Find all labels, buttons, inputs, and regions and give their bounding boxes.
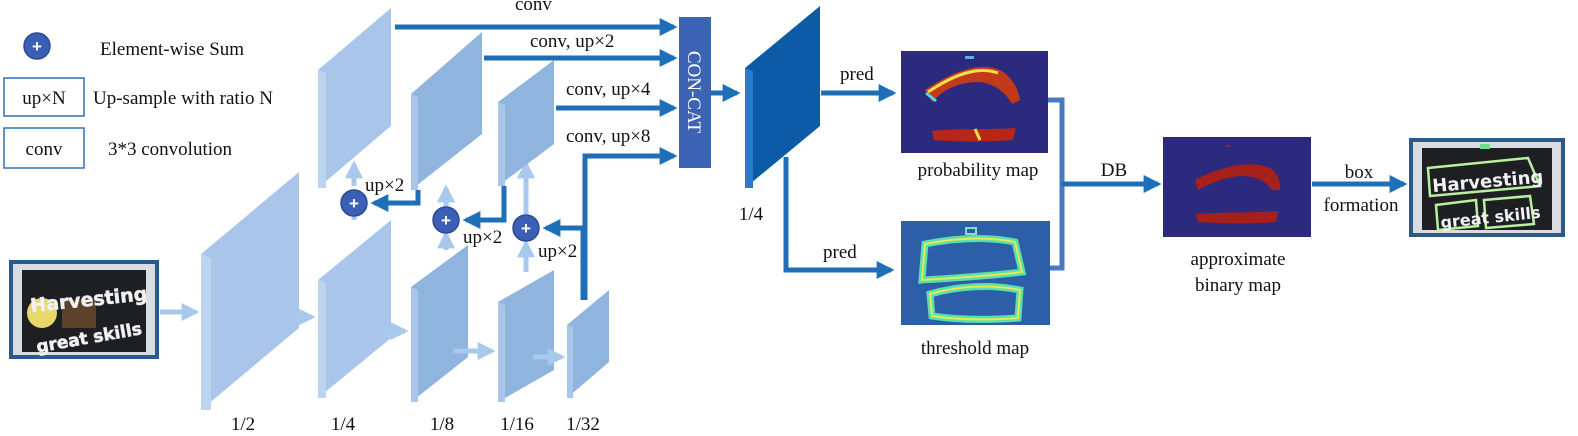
scale-label-1-16: 1/16 — [500, 414, 534, 435]
fpn-up-label-2: up×2 — [463, 227, 502, 248]
backbone: 1/2 1/4 1/8 1/16 1/32 — [201, 172, 609, 435]
fused-scale-label: 1/4 — [739, 204, 764, 225]
fpn-arrows — [370, 18, 741, 300]
fpn-feature-1-16 — [498, 60, 554, 186]
approx-binary-map-image — [1163, 137, 1311, 237]
input-image: Harvesting great skills — [9, 260, 159, 359]
legend-conv-desc: 3*3 convolution — [108, 139, 233, 160]
legend-sum-desc: Element-wise Sum — [100, 39, 244, 60]
fpn-feature-1-8 — [411, 32, 482, 190]
fpn-up-label-3: up×2 — [538, 241, 577, 262]
legend-up-box — [3, 77, 85, 117]
probability-map-image — [901, 51, 1048, 153]
branch-label-conv: conv — [515, 0, 552, 15]
fused-feature: 1/4 — [739, 6, 820, 225]
threshold-map-image — [901, 221, 1050, 325]
sum-node-1-8: + — [432, 206, 460, 234]
legend: + Element-wise Sum up×N Up-sample with r… — [3, 32, 273, 169]
threshold-map-label: threshold map — [921, 338, 1029, 359]
sum-node-1-8-symbol: + — [441, 211, 451, 230]
legend-up-desc: Up-sample with ratio N — [93, 88, 273, 109]
pred-arrows — [783, 84, 897, 279]
backbone-feature-1-32 — [567, 290, 609, 398]
legend-sum-symbol: + — [32, 37, 42, 56]
concat-label: CON-CAT — [683, 51, 704, 134]
branch-label-conv-up2: conv, up×2 — [530, 31, 614, 52]
box-formation-label-line1: box — [1345, 162, 1374, 183]
db-arrows — [1048, 97, 1162, 271]
backbone-feature-1-4 — [318, 220, 391, 398]
backbone-feature-1-8 — [411, 245, 468, 402]
box-formation-label-line2: formation — [1324, 195, 1399, 216]
backbone-arrows — [160, 160, 566, 366]
scale-label-1-8: 1/8 — [430, 414, 454, 435]
probability-map-label: probability map — [918, 160, 1039, 181]
branch-label-conv-up8: conv, up×8 — [566, 126, 650, 147]
legend-sum-circle — [23, 32, 51, 60]
output-image: Harvesting great skills — [1409, 138, 1565, 237]
pred-label-top: pred — [840, 64, 874, 85]
approx-binary-map-label-line1: approximate — [1191, 249, 1286, 270]
approx-binary-map-label-line2: binary map — [1195, 275, 1281, 296]
sum-node-1-4-symbol: + — [349, 194, 359, 213]
pred-label-bottom: pred — [823, 242, 857, 263]
scale-label-1-4: 1/4 — [331, 414, 356, 435]
legend-conv-box-text: conv — [26, 139, 63, 160]
backbone-feature-1-16 — [498, 270, 554, 402]
sum-node-1-16-symbol: + — [521, 219, 531, 238]
sum-node-1-16: + — [512, 214, 540, 242]
db-label: DB — [1101, 160, 1127, 181]
sum-node-1-4: + — [340, 189, 368, 217]
concat-block: CON-CAT — [679, 17, 711, 168]
branch-labels: conv conv, up×2 conv, up×4 conv, up×8 — [515, 0, 651, 147]
backbone-feature-1-2 — [201, 172, 299, 410]
fpn-up-label-1: up×2 — [365, 175, 404, 196]
fpn-features — [318, 8, 554, 190]
scale-label-1-32: 1/32 — [566, 414, 600, 435]
branch-label-conv-up4: conv, up×4 — [566, 79, 651, 100]
legend-conv-box — [3, 127, 85, 169]
fpn-up-labels: up×2 up×2 up×2 — [365, 175, 577, 262]
sum-nodes: + + + — [340, 189, 540, 242]
legend-up-box-text: up×N — [22, 88, 66, 109]
scale-label-1-2: 1/2 — [231, 414, 255, 435]
fpn-feature-1-4 — [318, 8, 391, 188]
